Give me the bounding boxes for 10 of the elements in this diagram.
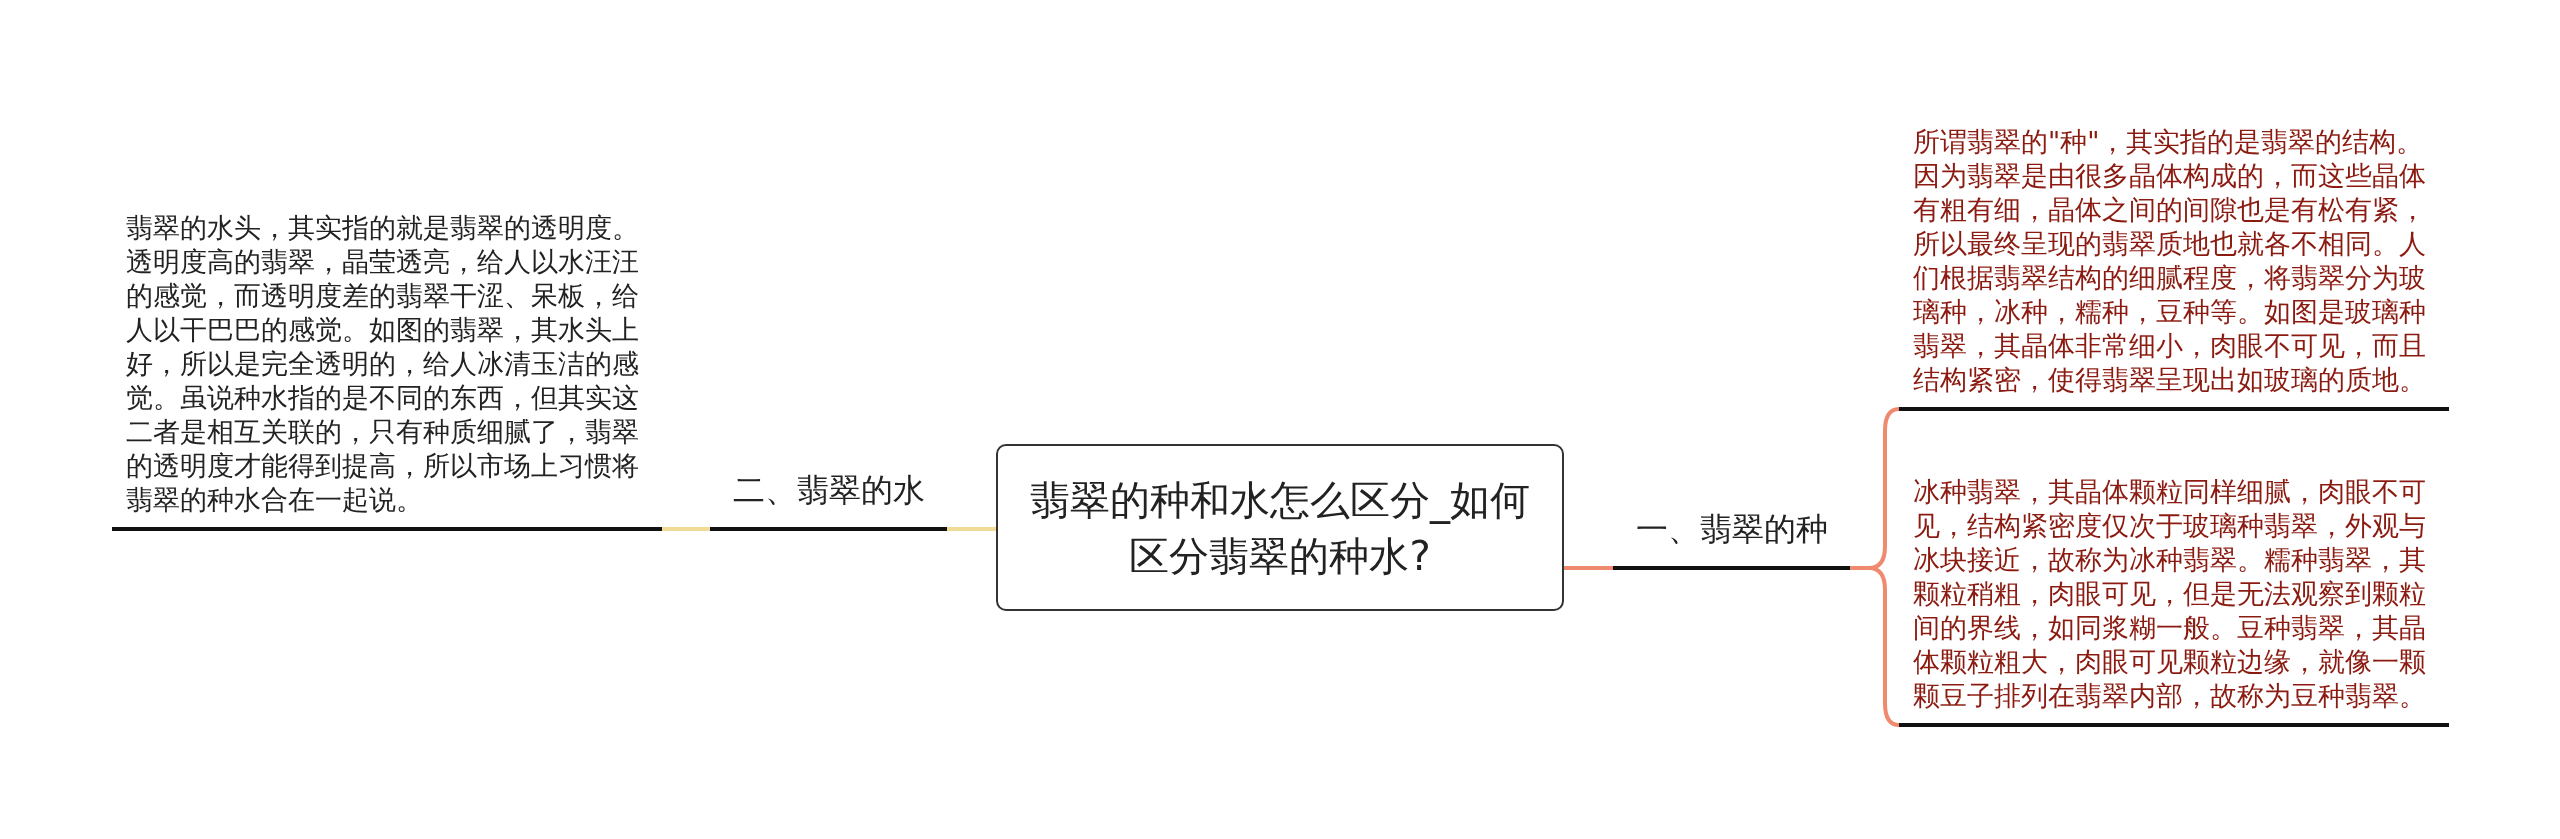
connector bbox=[1564, 566, 1613, 570]
note-text: 所谓翡翠的"种"，其实指的是翡翠的结构。因为翡翠是由很多晶体构成的，而这些晶体有粗有细，晶体之间的间隙也是有松有紧，所以最终呈现的翡翠质地也就各不相同。人们根据翡翠结构的细腻程度，将翡翠分为玻璃种，冰种，糯种，豆种等。如图是玻璃种翡翠，其晶体非常细小，肉眼不可见，而且结构紧密，使得翡翠呈现出如玻璃的质地。 bbox=[1899, 115, 2449, 411]
branch-topic: 一、翡翠的种 bbox=[1613, 490, 1850, 570]
connector bbox=[947, 527, 996, 531]
note-text: 冰种翡翠，其晶体颗粒同样细腻，肉眼不可见，结构紧密度仅次于玻璃种翡翠，外观与冰块接近，故称为冰种翡翠。糯种翡翠，其颗粒稍粗，肉眼可见，但是无法观察到颗粒间的界线，如同浆糊一般。豆种翡翠，其晶体颗粒粗大，肉眼可见颗粒边缘，就像一颗颗豆子排列在翡翠内部，故称为豆种翡翠。 bbox=[1899, 462, 2449, 727]
connector bbox=[662, 527, 710, 531]
branch-topic: 二、翡翠的水 bbox=[710, 451, 947, 531]
central-topic-box: 翡翠的种和水怎么区分_如何区分翡翠的种水? bbox=[996, 444, 1564, 611]
connector bbox=[1850, 566, 1900, 727]
note-text: 翡翠的水头，其实指的就是翡翠的透明度。透明度高的翡翠，晶莹透亮，给人以水汪汪的感觉，而透明度差的翡翠干涩、呆板，给人以干巴巴的感觉。如图的翡翠，其水头上好，所以是完全透明的，给人冰清玉洁的感觉。虽说种水指的是不同的东西，但其实这二者是相互关联的，只有种质细腻了，翡翠的透明度才能得到提高，所以市场上习惯将翡翠的种水合在一起说。 bbox=[112, 200, 662, 531]
